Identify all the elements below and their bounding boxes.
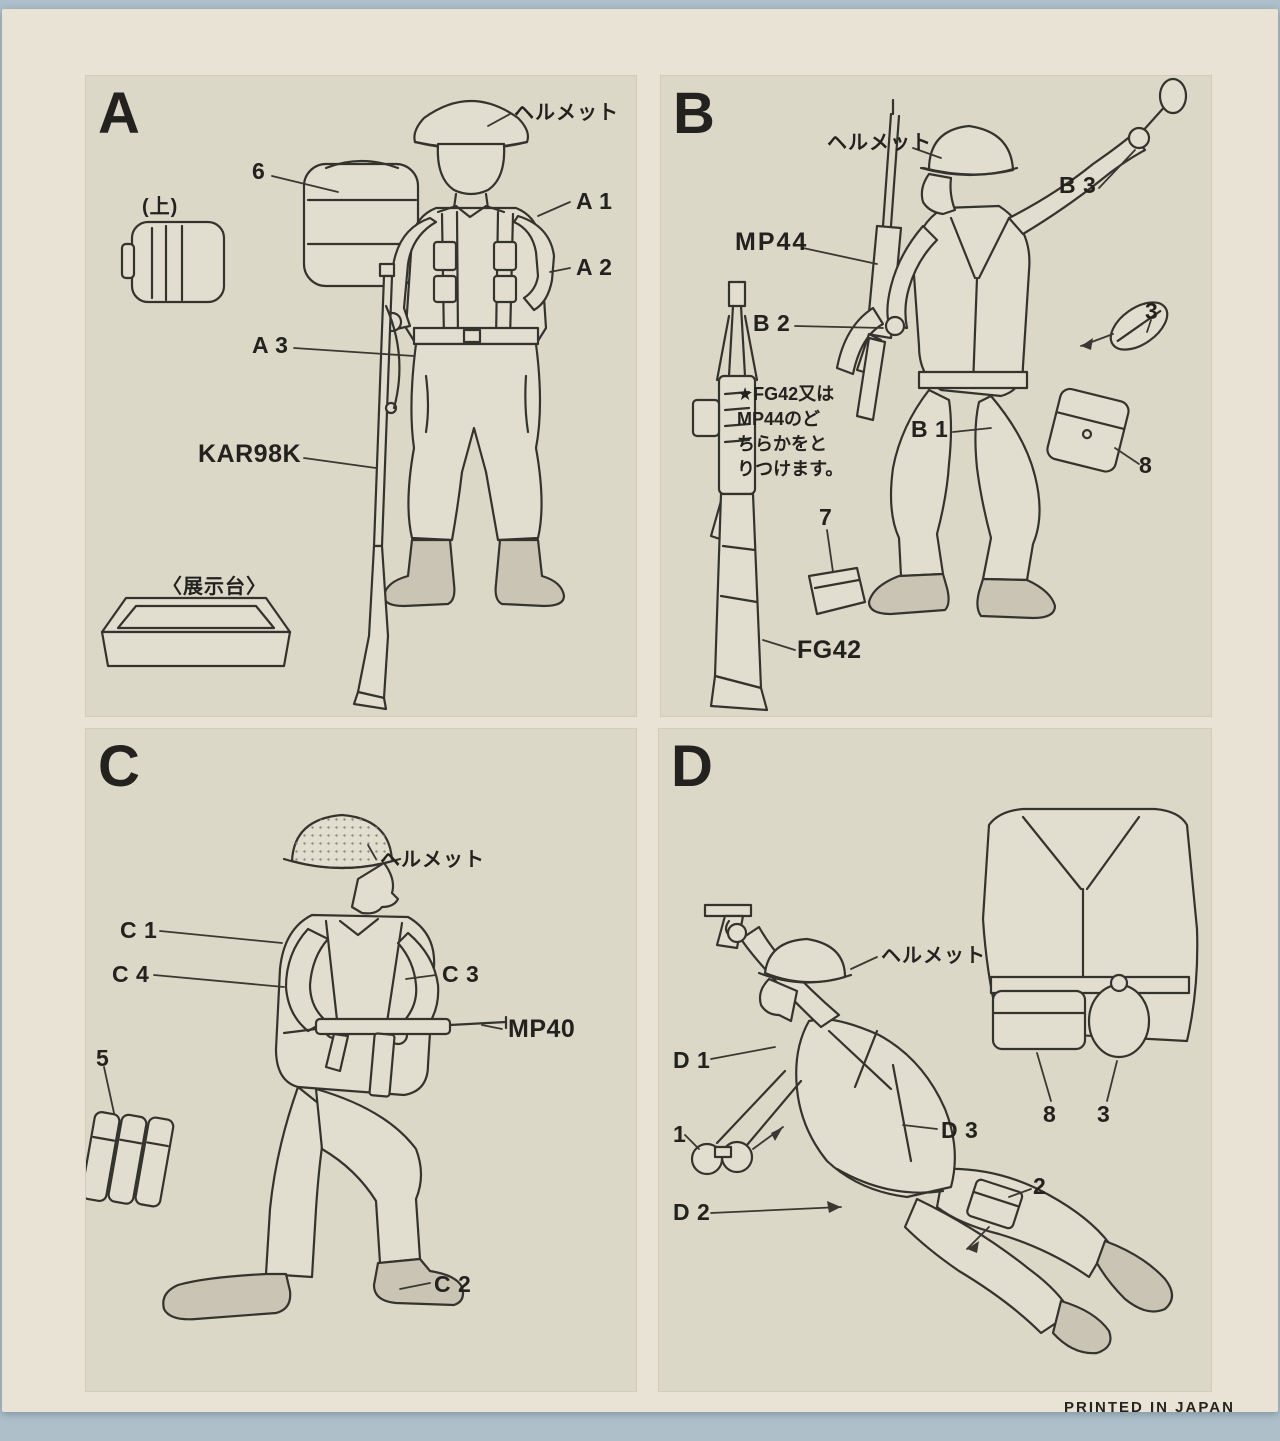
label-part6: 6 (252, 158, 266, 184)
label-helmet-b: ヘルメット (827, 132, 932, 154)
label-c1: C 1 (120, 917, 158, 943)
soldier-d-figure (690, 903, 1174, 1355)
panel-b-leader-lines (762, 147, 1152, 651)
mp44-rifle-drawing (835, 98, 903, 422)
soldier-c-figure (162, 813, 508, 1321)
panel-d-letter: D (671, 734, 714, 799)
note-line-2: MP44のど (737, 409, 821, 429)
mp40-gun-drawing (282, 1015, 508, 1098)
label-a3: A 3 (252, 332, 289, 358)
part7-drawing (807, 566, 867, 616)
panel-c-leader-lines (103, 844, 503, 1290)
note-line-3: ちらかをと (737, 434, 827, 454)
display-base-drawing (100, 596, 292, 668)
panel-c-illustration (86, 813, 508, 1321)
label-c4: C 4 (112, 961, 150, 987)
label-fg42: FG42 (797, 636, 862, 664)
note-line-1: ★FG42又は (737, 384, 835, 404)
label-part8-b: 8 (1139, 452, 1153, 478)
panel-d-illustration (684, 807, 1199, 1355)
printed-in-japan-text: PRINTED IN JAPAN (1064, 1399, 1235, 1416)
shovel-cover-drawing (966, 1178, 1024, 1230)
weapon-choice-note: ★FG42又は MP44のど ちらかをと りつけます。 (737, 382, 843, 482)
label-display-base: 〈展示台〉 (162, 576, 267, 598)
panel-d: D ヘルメット D 1 1 D 3 8 3 D 2 2 (658, 728, 1212, 1392)
panel-d-leader-lines (684, 956, 1118, 1214)
label-b3: B 3 (1059, 172, 1097, 198)
instruction-sheet-paper: A 6 (上) ヘルメット A 1 A 2 A 3 KAR98K 〈展示台〉 (2, 9, 1278, 1416)
label-kar98k: KAR98K (198, 440, 302, 468)
kar98k-rifle-drawing (352, 262, 401, 711)
panel-a-illustration (100, 100, 571, 711)
label-part3-b: 3 (1145, 298, 1159, 324)
soldier-a-figure (302, 100, 566, 711)
label-b2: B 2 (753, 310, 791, 336)
label-helmet-a: ヘルメット (514, 102, 619, 124)
label-part2: 2 (1033, 1173, 1047, 1199)
soldier-b-figure (835, 77, 1188, 620)
label-part1: 1 (673, 1121, 687, 1147)
backpack-top-view-drawing (120, 220, 226, 304)
magazine-pouch-drawing (86, 1111, 175, 1208)
panel-a-letter: A (98, 81, 141, 146)
label-mp40: MP40 (508, 1015, 576, 1043)
binoculars-drawing (690, 1069, 803, 1176)
label-part8-d: 8 (1043, 1101, 1057, 1127)
note-line-4: りつけます。 (737, 459, 844, 479)
label-a2: A 2 (576, 254, 613, 280)
label-helmet-c: ヘルメット (380, 849, 485, 871)
label-c2: C 2 (434, 1271, 472, 1297)
label-part3-d: 3 (1097, 1101, 1111, 1127)
label-d2: D 2 (673, 1199, 711, 1225)
label-d1: D 1 (673, 1047, 711, 1073)
label-a1: A 1 (576, 188, 613, 214)
panel-b: B ヘルメット MP44 B 3 B 2 3 B 1 8 ★FG42又は MP4… (660, 75, 1212, 717)
label-part5: 5 (96, 1045, 110, 1071)
fg42-rifle-drawing (691, 280, 769, 712)
panel-b-letter: B (673, 81, 716, 146)
label-top-view: (上) (142, 196, 179, 218)
bread-bag-pouch-drawing (1046, 387, 1130, 473)
label-mp44: MP44 (735, 228, 809, 256)
label-b1: B 1 (911, 416, 949, 442)
label-helmet-d: ヘルメット (881, 945, 986, 967)
canteen-drawing (1109, 301, 1169, 351)
label-c3: C 3 (442, 961, 480, 987)
label-d3: D 3 (941, 1117, 979, 1143)
panel-a: A 6 (上) ヘルメット A 1 A 2 A 3 KAR98K 〈展示台〉 (85, 75, 637, 717)
panel-a-leader-lines (271, 113, 571, 469)
equipment-back-view-inset (981, 807, 1199, 1059)
panel-b-illustration (691, 77, 1188, 712)
panel-c-letter: C (98, 734, 141, 799)
label-part7: 7 (819, 504, 833, 530)
panel-c: C ヘルメット C 1 C 4 C 3 MP40 5 C 2 (85, 728, 637, 1392)
